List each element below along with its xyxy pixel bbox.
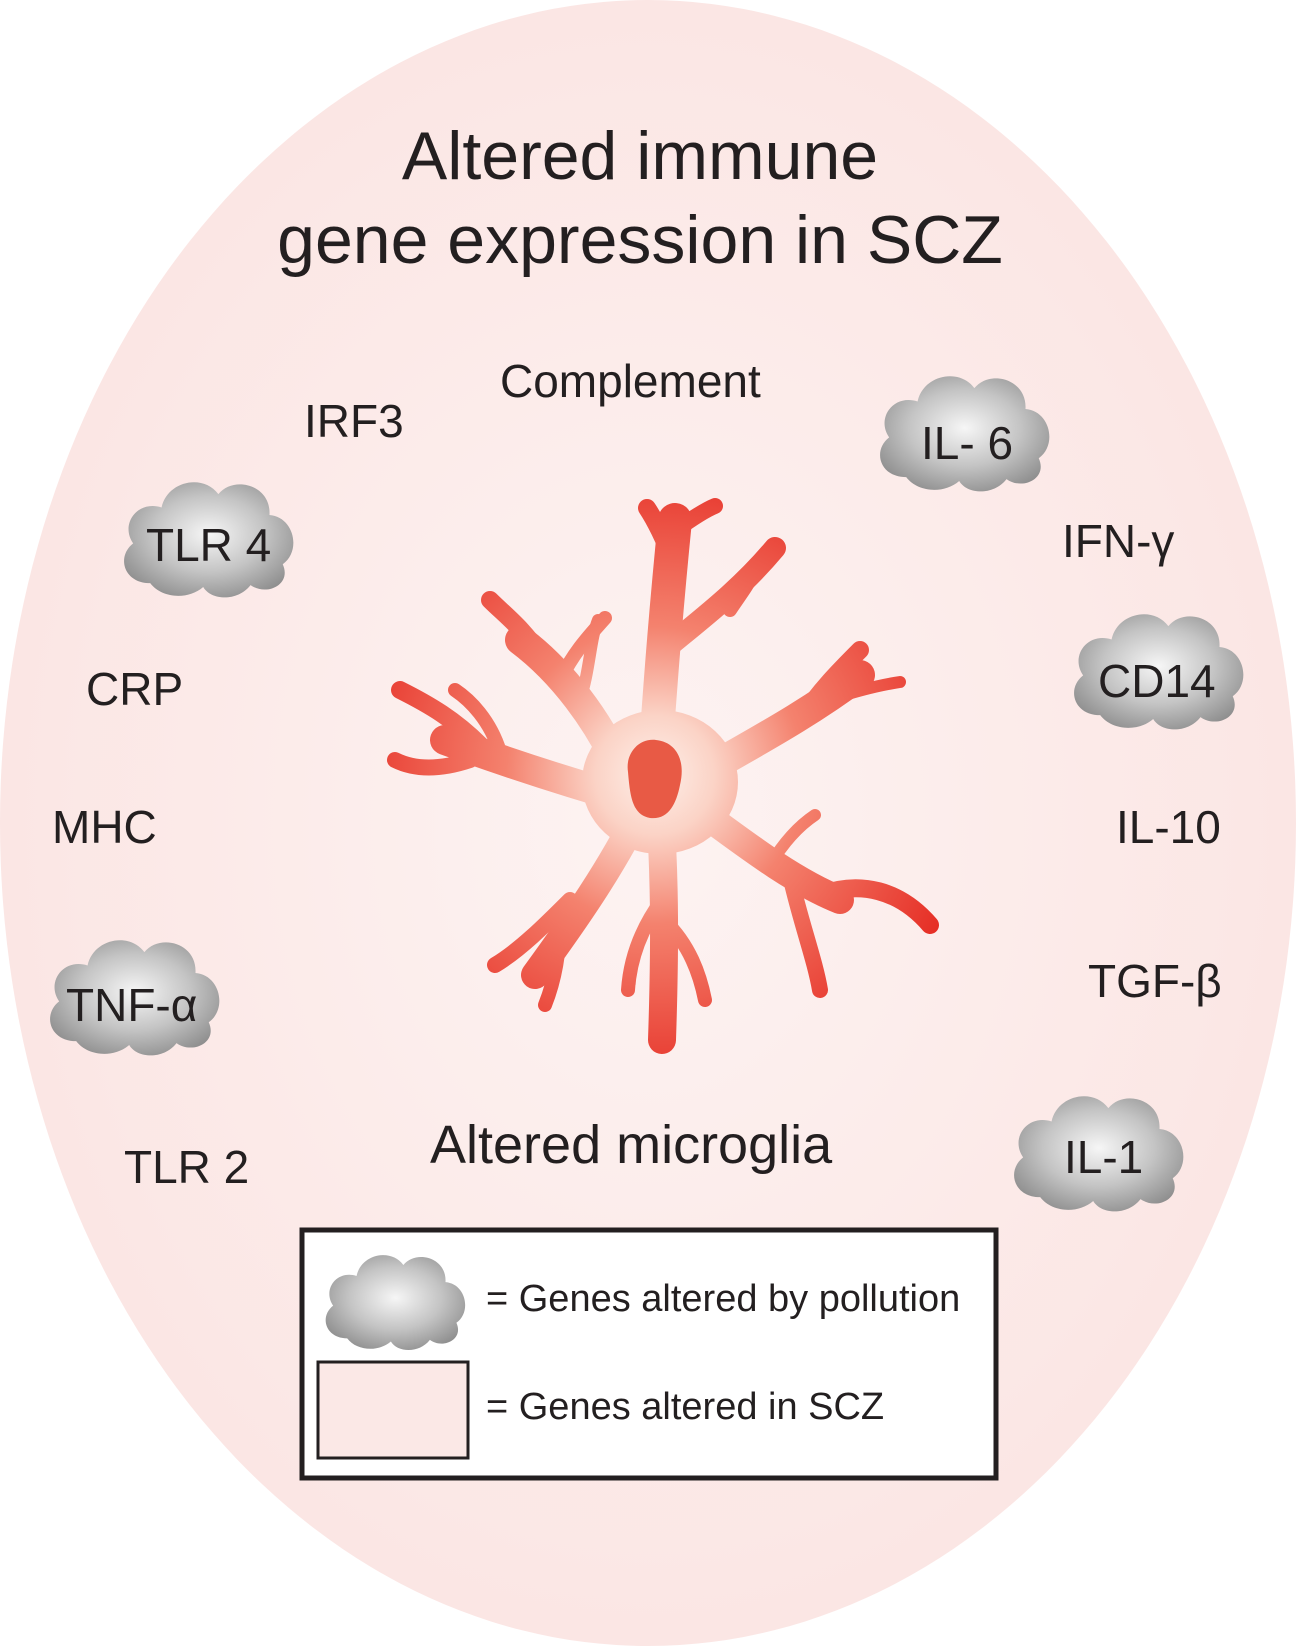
gene-complement: Complement [500,355,761,407]
gene-ifn-gamma: IFN-γ [1062,515,1175,567]
gene-tnf-alpha: TNF-α [66,979,198,1031]
gene-il1: IL-1 [1064,1131,1144,1183]
microglia-nucleus [627,739,682,819]
legend-box-text: = Genes altered in SCZ [486,1386,885,1428]
title-line-1: Altered immune [401,118,879,194]
gene-il6: IL- 6 [921,417,1014,469]
gene-cd14: CD14 [1098,655,1216,707]
microglia-label: Altered microglia [430,1115,833,1175]
gene-tgf-beta: TGF-β [1088,955,1222,1007]
gene-tlr2: TLR 2 [124,1141,250,1193]
gene-crp: CRP [86,663,184,715]
legend-pink-swatch [316,1360,470,1460]
gene-il10: IL-10 [1116,801,1221,853]
gene-mhc: MHC [52,801,157,853]
title-line-2: gene expression in SCZ [277,202,1003,278]
gene-irf3: IRF3 [304,395,404,447]
gene-tlr4: TLR 4 [146,519,272,571]
legend-cloud-text: = Genes altered by pollution [486,1278,961,1320]
